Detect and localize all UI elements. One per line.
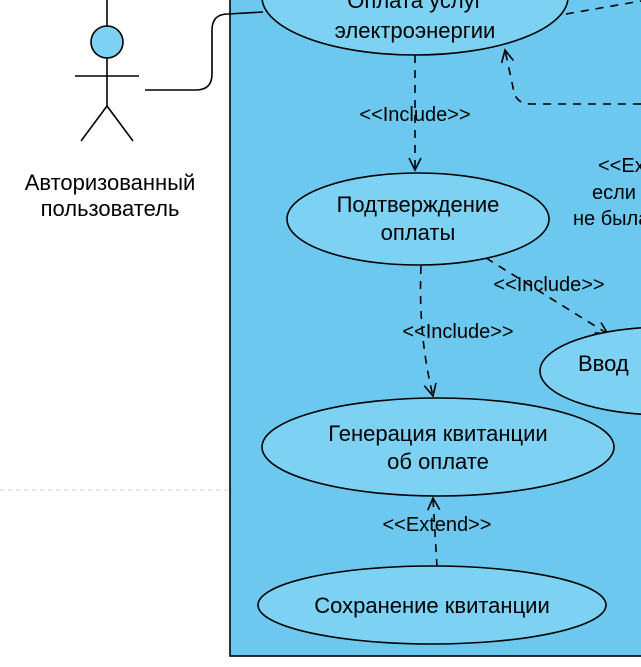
actor-label-line1: Авторизованный — [25, 170, 196, 195]
usecase-confirmation-label-line2: оплаты — [381, 220, 456, 245]
usecase-receipt-label-line2: об оплате — [387, 449, 489, 474]
usecase-receipt-generation[interactable]: Генерация квитанции об оплате — [261, 397, 615, 497]
actor-leg-right — [106, 105, 134, 142]
edge-note-line3: не была — [573, 208, 641, 230]
extend-connector-bottom[interactable] — [426, 496, 441, 568]
usecase-receipt-label-line1: Генерация квитанции — [328, 421, 547, 446]
usecase-save-label-line1: Сохранение квитанции — [314, 593, 550, 618]
actor-head — [90, 25, 124, 59]
actor-leg-left — [80, 105, 108, 142]
usecase-confirmation-label-line1: Подтверждение — [337, 192, 500, 217]
connector-top-right[interactable] — [565, 0, 641, 15]
extend-label-bottom: <<Extend>> — [383, 514, 492, 536]
usecase-input-ellipse[interactable] — [539, 327, 641, 415]
usecase-payment[interactable]: Оплата услуг электроэнергии — [261, 0, 569, 56]
include-label-top: <<Include>> — [359, 104, 470, 126]
edge-note-line2: если — [592, 182, 636, 204]
usecase-payment-label-line2: электроэнергии — [335, 18, 496, 43]
usecase-input-label-line1: Ввод — [578, 351, 629, 376]
usecase-input[interactable]: Ввод — [539, 327, 641, 415]
usecase-save-ellipse[interactable] — [257, 565, 607, 645]
actor-label-line2: пользователь — [41, 196, 180, 221]
usecase-payment-ellipse[interactable] — [261, 0, 569, 56]
include-label-left: <<Include>> — [402, 321, 513, 343]
usecase-confirmation[interactable]: Подтверждение оплаты — [286, 172, 550, 266]
usecase-payment-label-line1: Оплата услуг — [347, 0, 482, 13]
include-label-right: <<Include>> — [493, 274, 604, 296]
edge-note: <<Ext если не была — [573, 155, 641, 230]
actor-authorized-user[interactable]: Авторизованный пользователь — [25, 0, 196, 221]
usecase-save-receipt[interactable]: Сохранение квитанции — [257, 565, 607, 645]
edge-note-line1: <<Ext — [598, 155, 641, 177]
include-connector-left[interactable] — [419, 265, 437, 398]
association-actor-payment[interactable] — [145, 11, 264, 91]
usecase-confirmation-ellipse[interactable] — [286, 172, 550, 266]
usecase-receipt-ellipse[interactable] — [261, 397, 615, 497]
extend-connector-edge[interactable] — [500, 48, 641, 105]
